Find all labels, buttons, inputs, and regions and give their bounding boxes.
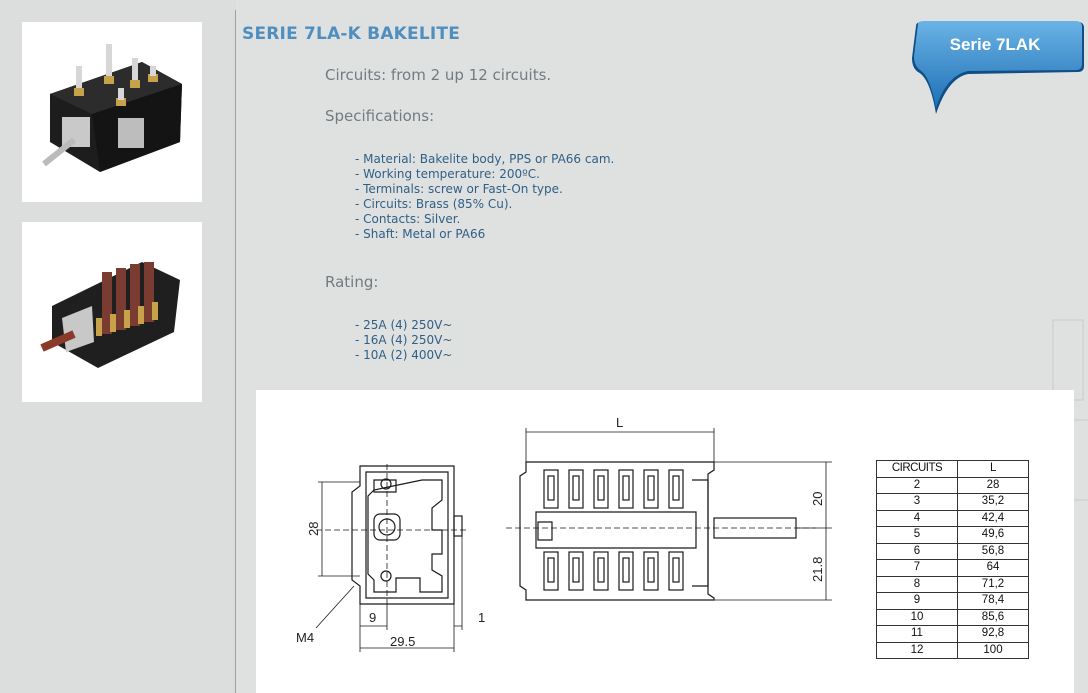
cell-length: 85,6 — [957, 608, 1029, 626]
spec-item: - Circuits: Brass (85% Cu). — [355, 197, 513, 211]
cell-circuits: 3 — [876, 493, 958, 511]
column-divider — [235, 10, 236, 693]
spec-item: - Shaft: Metal or PA66 — [355, 227, 486, 241]
dim-29-5: 29.5 — [390, 634, 415, 649]
side-view-contacts — [543, 469, 684, 591]
column-header-length: L — [957, 460, 1029, 478]
cell-length: 28 — [957, 476, 1029, 494]
specifications-list: - Material: Bakelite body, PPS or PA66 c… — [355, 152, 614, 242]
cell-length: 71,2 — [957, 575, 1029, 593]
front-view-outline — [351, 465, 455, 605]
switch-photo-1 — [42, 44, 182, 172]
cell-circuits: 7 — [876, 559, 958, 577]
product-thumbnail-2[interactable] — [22, 222, 202, 402]
cell-circuits: 11 — [876, 625, 958, 643]
front-view-detail — [365, 471, 449, 599]
cell-length: 56,8 — [957, 542, 1029, 560]
cell-circuits: 9 — [876, 592, 958, 610]
series-badge-label: Serie 7LAK — [949, 35, 1041, 54]
dim-9: 9 — [369, 610, 376, 625]
dim-M4: M4 — [296, 630, 314, 645]
cell-circuits: 4 — [876, 509, 958, 527]
series-badge-shape — [912, 21, 1084, 114]
cell-circuits: 5 — [876, 526, 958, 544]
cell-length: 42,4 — [957, 509, 1029, 527]
thumbnail-column — [0, 0, 236, 693]
rating-item: - 25A (4) 250V~ — [355, 318, 453, 332]
cell-circuits: 10 — [876, 608, 958, 626]
rating-heading: Rating: — [325, 273, 379, 291]
spec-item: - Working temperature: 200ºC. — [355, 167, 540, 181]
spec-item: - Terminals: screw or Fast-On type. — [355, 182, 563, 196]
rating-item: - 10A (2) 400V~ — [355, 348, 453, 362]
cell-circuits: 8 — [876, 575, 958, 593]
cell-length: 78,4 — [957, 592, 1029, 610]
dim-20: 20 — [810, 492, 825, 506]
cell-length: 92,8 — [957, 625, 1029, 643]
cell-length: 64 — [957, 559, 1029, 577]
product-thumbnail-1[interactable] — [22, 22, 202, 202]
cell-length: 35,2 — [957, 493, 1029, 511]
cell-length: 100 — [957, 641, 1029, 659]
side-view-outline — [519, 461, 715, 601]
cell-circuits: 6 — [876, 542, 958, 560]
dim-28: 28 — [306, 522, 321, 536]
rating-item: - 16A (4) 250V~ — [355, 333, 453, 347]
page-title: SERIE 7LA-K BAKELITE — [242, 24, 461, 44]
spec-item: - Contacts: Silver. — [355, 212, 461, 226]
cell-circuits: 12 — [876, 641, 958, 659]
dim-21-8: 21.8 — [810, 557, 825, 582]
specifications-heading: Specifications: — [325, 107, 435, 125]
cell-circuits: 2 — [876, 476, 958, 494]
dim-1: 1 — [478, 610, 485, 625]
column-header-circuits: CIRCUITS — [876, 460, 958, 478]
table-header-row: CIRCUITS L — [876, 460, 1029, 478]
spec-item: - Material: Bakelite body, PPS or PA66 c… — [355, 152, 615, 166]
cell-length: 49,6 — [957, 526, 1029, 544]
switch-photo-2 — [40, 262, 180, 368]
circuits-text: Circuits: from 2 up 12 circuits. — [325, 66, 552, 84]
dim-L: L — [616, 415, 623, 430]
technical-drawing-svg: L 28 9 1 29.5 M4 20 21.8 — [296, 415, 832, 652]
rating-list: - 25A (4) 250V~ - 16A (4) 250V~ - 10A (2… — [355, 318, 452, 363]
